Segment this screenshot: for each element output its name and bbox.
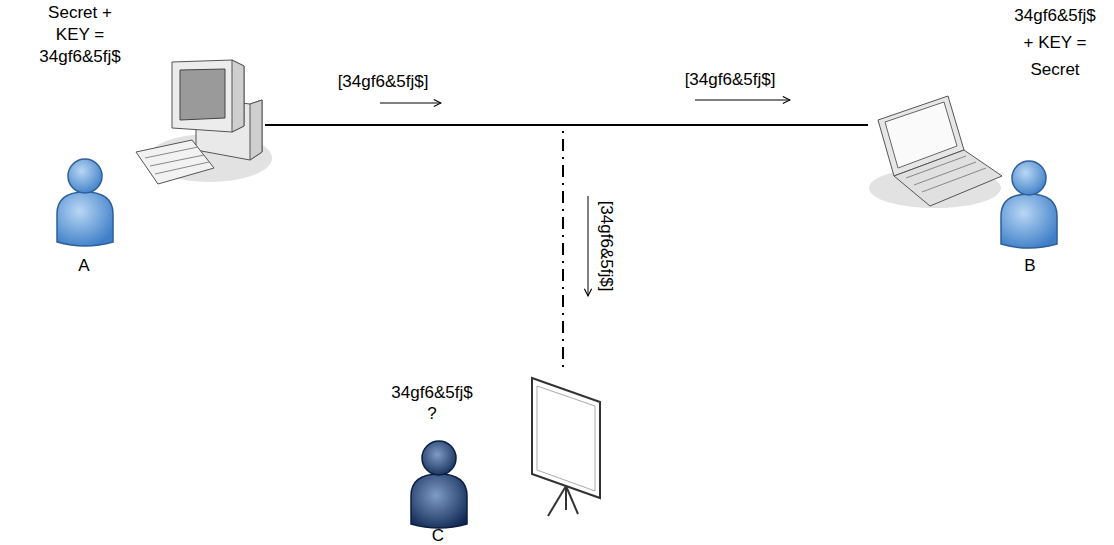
person-head	[422, 441, 456, 475]
monitor-side	[232, 60, 244, 132]
direction-arrow	[695, 100, 790, 101]
person-station: 34gf6&5fj$ ? C	[380, 372, 620, 545]
message-label: [34gf6&5fj$]	[596, 201, 616, 292]
person-head	[68, 159, 102, 193]
tripod-leg	[548, 486, 566, 516]
laptop-keys	[922, 168, 986, 192]
person-label: B	[1024, 256, 1035, 276]
person-head	[1012, 161, 1046, 195]
tripod-leg	[565, 486, 567, 510]
message-label: [34gf6&5fj$]	[685, 70, 776, 90]
screen-frame	[537, 386, 595, 491]
laptop-keys	[906, 156, 966, 178]
direction-arrow	[380, 103, 441, 104]
person-label: C	[432, 526, 444, 545]
equation-text: 34gf6&5fj$ + KEY = Secret	[1014, 2, 1095, 83]
person-station: 34gf6&5fj$ + KEY = SecretB	[868, 0, 1114, 285]
message-label: [34gf6&5fj$]	[338, 72, 429, 92]
direction-arrow	[588, 196, 589, 296]
equation-text: Secret + KEY = 34gf6&5fj$	[39, 2, 120, 68]
keyboard	[136, 140, 214, 184]
person-body	[1001, 194, 1057, 248]
keyboard-keys	[145, 147, 198, 158]
keyboard-keys	[150, 155, 204, 166]
monitor-screen	[180, 69, 225, 120]
keyboard-keys	[155, 162, 209, 174]
laptop-keys	[914, 162, 976, 185]
tripod-leg	[566, 486, 578, 514]
person-body	[57, 192, 113, 246]
person-station: Secret + KEY = 34gf6&5fj$ A	[20, 0, 265, 285]
network-link	[265, 124, 868, 126]
computer-monitor	[172, 60, 244, 132]
connector-layer	[265, 125, 868, 372]
projection-screen	[532, 378, 600, 498]
person-label: A	[78, 256, 89, 276]
eavesdrop-link	[265, 125, 563, 372]
person-body	[411, 474, 467, 528]
computer-tower-side	[250, 100, 262, 160]
equation-text: 34gf6&5fj$ ?	[391, 382, 472, 424]
laptop-base	[894, 150, 1002, 206]
